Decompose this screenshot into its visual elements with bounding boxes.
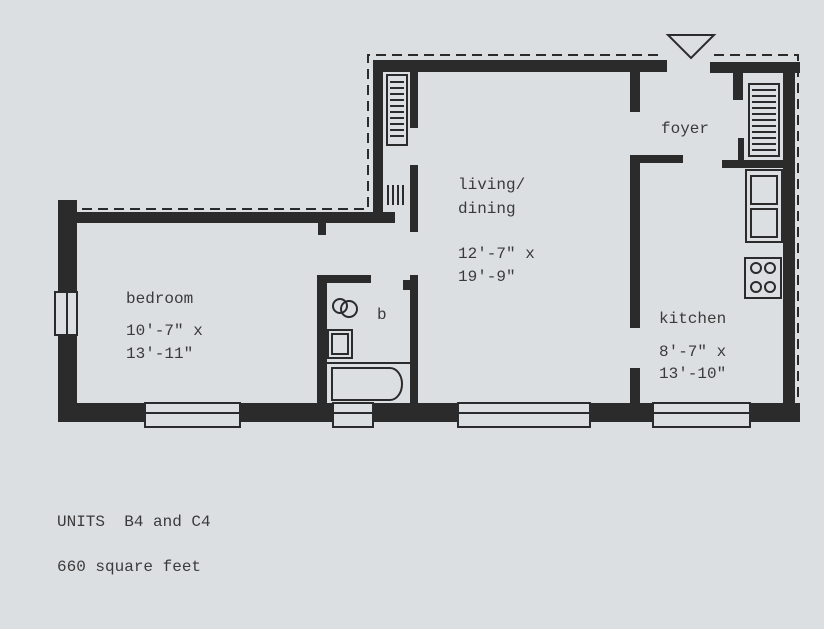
bathtub-icon xyxy=(331,367,403,401)
sink-icon xyxy=(327,329,353,359)
dashed-outline xyxy=(66,54,799,412)
closet-right xyxy=(748,83,780,157)
units-caption: UNITS B4 and C4 xyxy=(57,513,211,531)
kitchen-appliances xyxy=(744,169,783,299)
kitchen-dimension-1: 8'-7" x xyxy=(659,343,727,361)
stove-icon xyxy=(744,257,782,299)
area-caption: 660 square feet xyxy=(57,558,202,576)
living-dimension-2: 19'-9" xyxy=(458,268,516,286)
room-label-bath: b xyxy=(377,306,387,324)
room-label-living: living/ xyxy=(458,176,526,194)
windows xyxy=(54,291,751,428)
bedroom-dimension-1: 10'-7" x xyxy=(126,322,203,340)
closet-left xyxy=(386,74,408,205)
walls xyxy=(58,60,800,422)
room-label-kitchen: kitchen xyxy=(659,310,727,328)
room-label-bedroom: bedroom xyxy=(126,290,194,308)
room-label-foyer: foyer xyxy=(661,120,710,138)
room-label-dining: dining xyxy=(458,200,516,218)
toilet-icon xyxy=(332,298,348,314)
bath-fixtures xyxy=(327,298,410,401)
bedroom-dimension-2: 13'-11" xyxy=(126,345,194,363)
entry-triangle-icon xyxy=(665,34,717,60)
living-dimension-1: 12'-7" x xyxy=(458,245,535,263)
kitchen-dimension-2: 13'-10" xyxy=(659,365,727,383)
